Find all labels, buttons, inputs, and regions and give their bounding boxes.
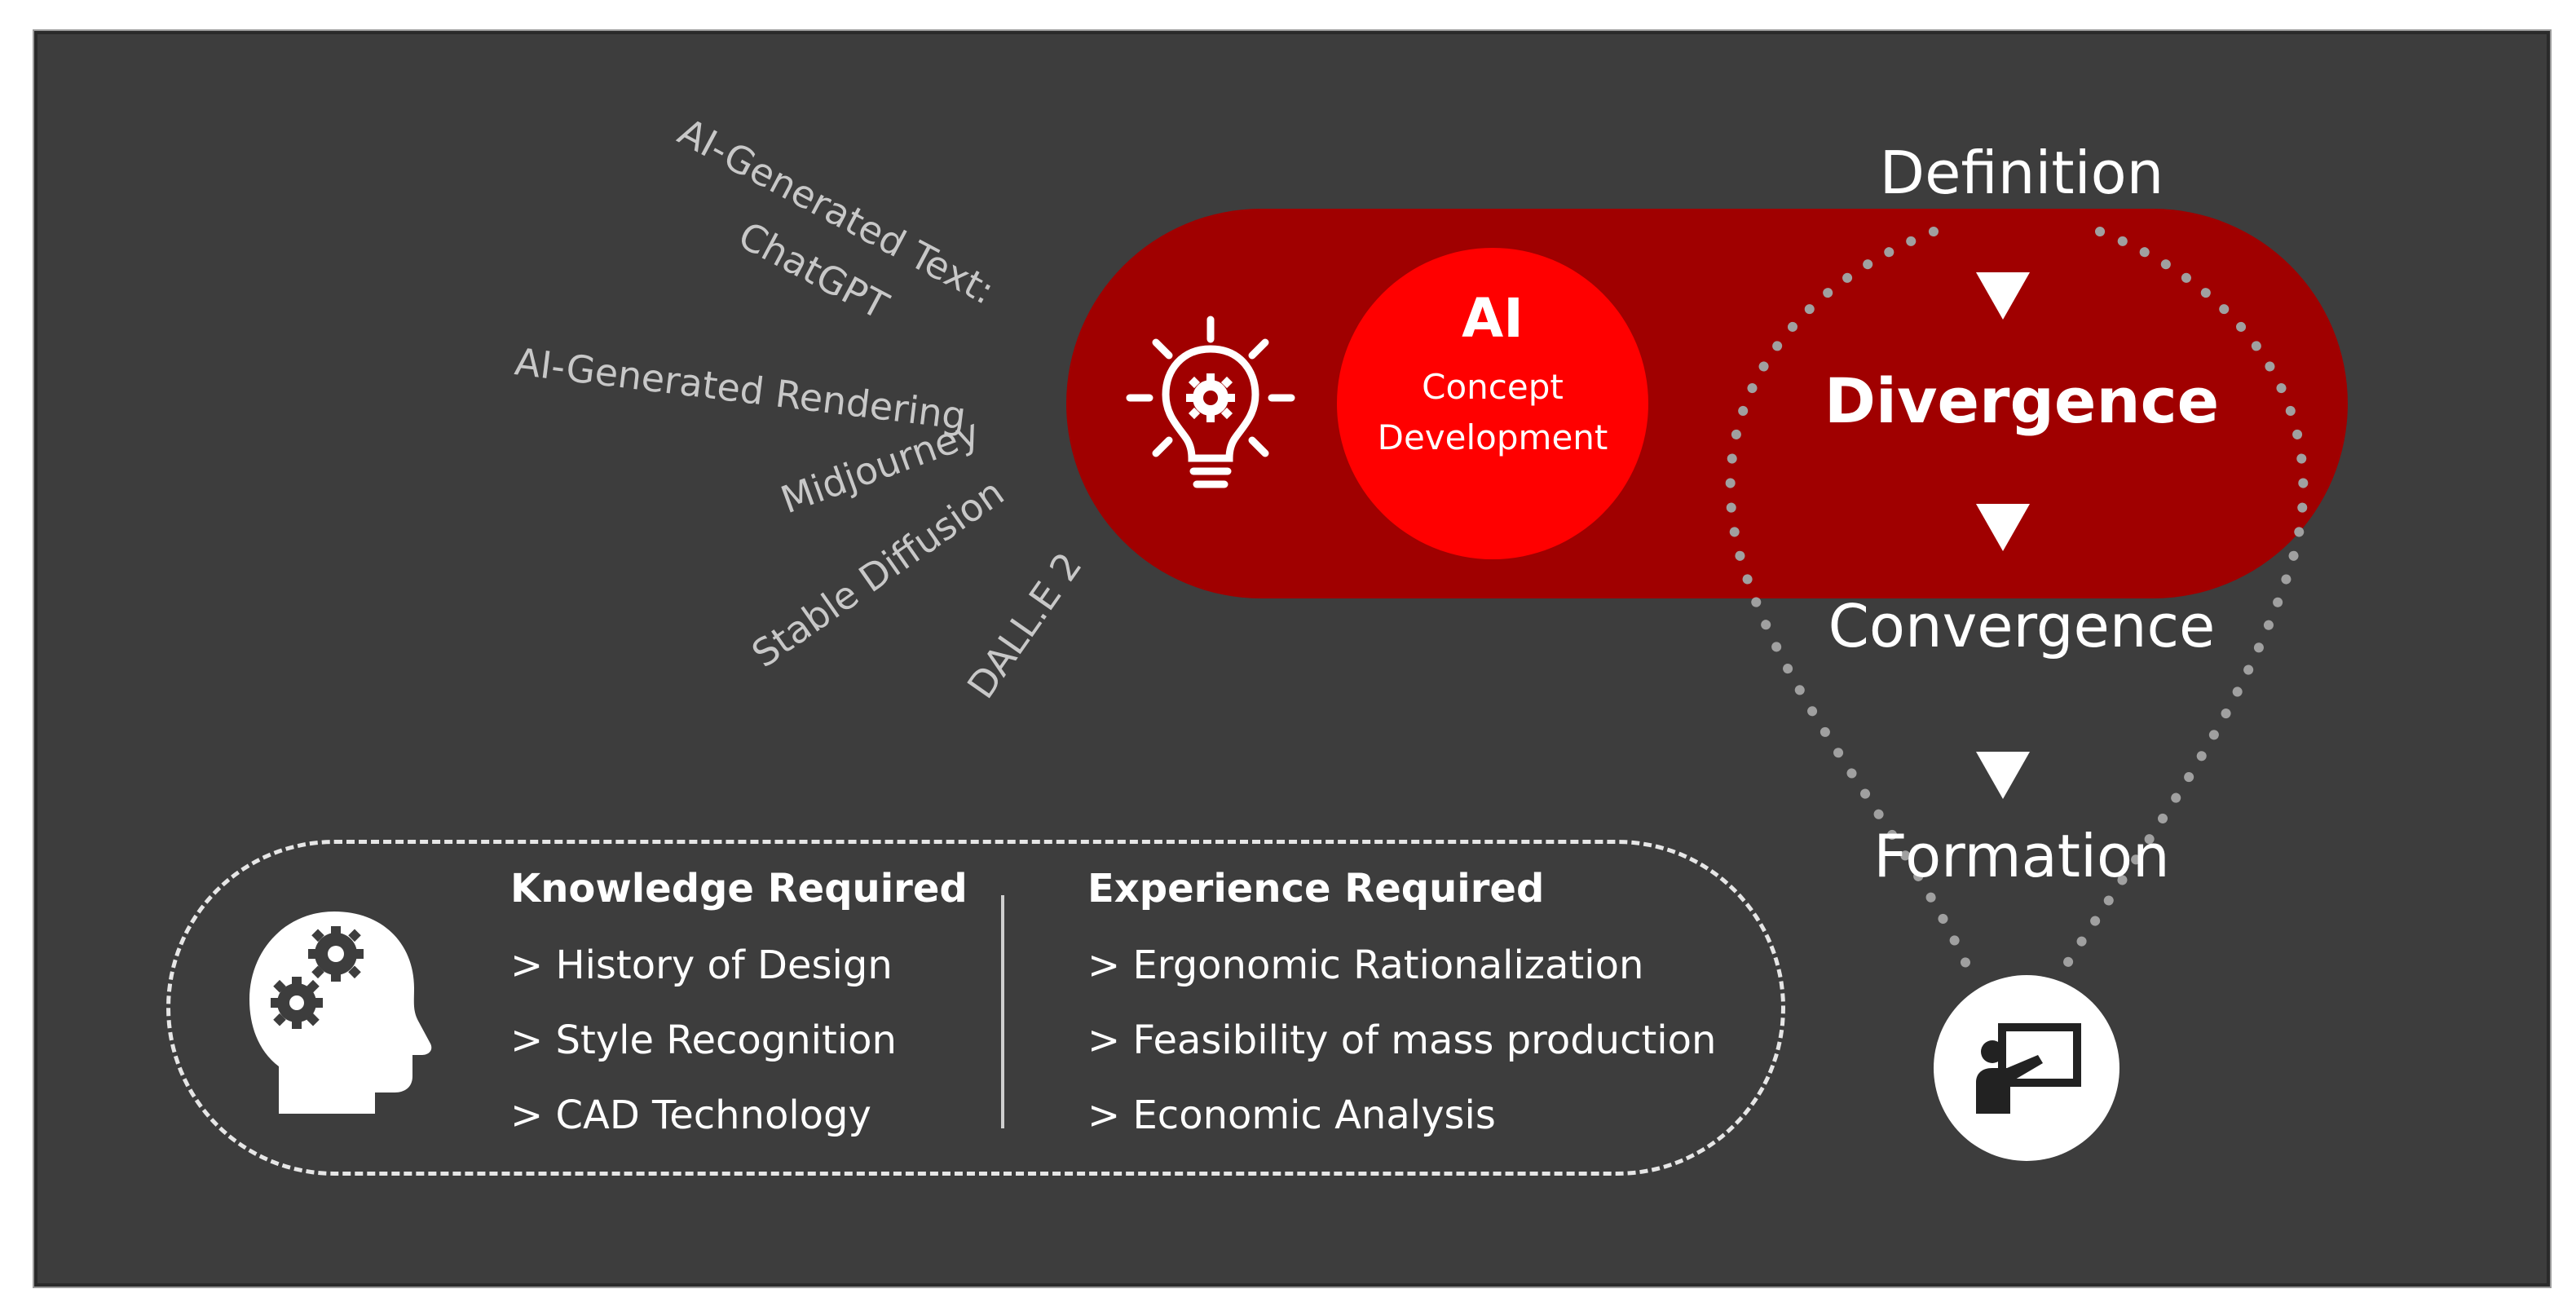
ai-concept-circle: AI Concept Development (1337, 248, 1648, 559)
knowledge-item: > Style Recognition (510, 1017, 897, 1063)
experience-item: > Economic Analysis (1087, 1092, 1496, 1138)
presenter-board-icon (1976, 1023, 2081, 1114)
knowledge-heading: Knowledge Required (510, 866, 968, 912)
arrow-divergence-convergence (1976, 504, 2030, 551)
development-label: Development (1377, 417, 1608, 457)
ai-concept-capsule (1066, 209, 2348, 598)
knowledge-item: > CAD Technology (510, 1092, 871, 1138)
experience-item: > Feasibility of mass production (1087, 1017, 1717, 1063)
experience-item: > Ergonomic Rationalization (1087, 942, 1644, 988)
arrow-convergence-formation (1976, 752, 2030, 799)
funnel-dotted-outline (1725, 227, 2309, 983)
stage-formation: Formation (1873, 822, 2170, 890)
concept-label: Concept (1422, 367, 1564, 407)
column-divider (1001, 895, 1004, 1128)
arrow-definition-divergence (1976, 272, 2030, 320)
ai-title: AI (1462, 287, 1524, 350)
knowledge-item: > History of Design (510, 942, 893, 988)
stage-convergence: Convergence (1828, 592, 2216, 660)
stage-definition: Definition (1879, 139, 2164, 207)
head-gears-icon (249, 912, 432, 1114)
lightbulb-gear-icon (1126, 316, 1295, 488)
stage-divergence: Divergence (1824, 364, 2220, 437)
requirements-box (166, 840, 1785, 1176)
experience-heading: Experience Required (1087, 866, 1545, 912)
presenter-circle (1934, 975, 2119, 1161)
